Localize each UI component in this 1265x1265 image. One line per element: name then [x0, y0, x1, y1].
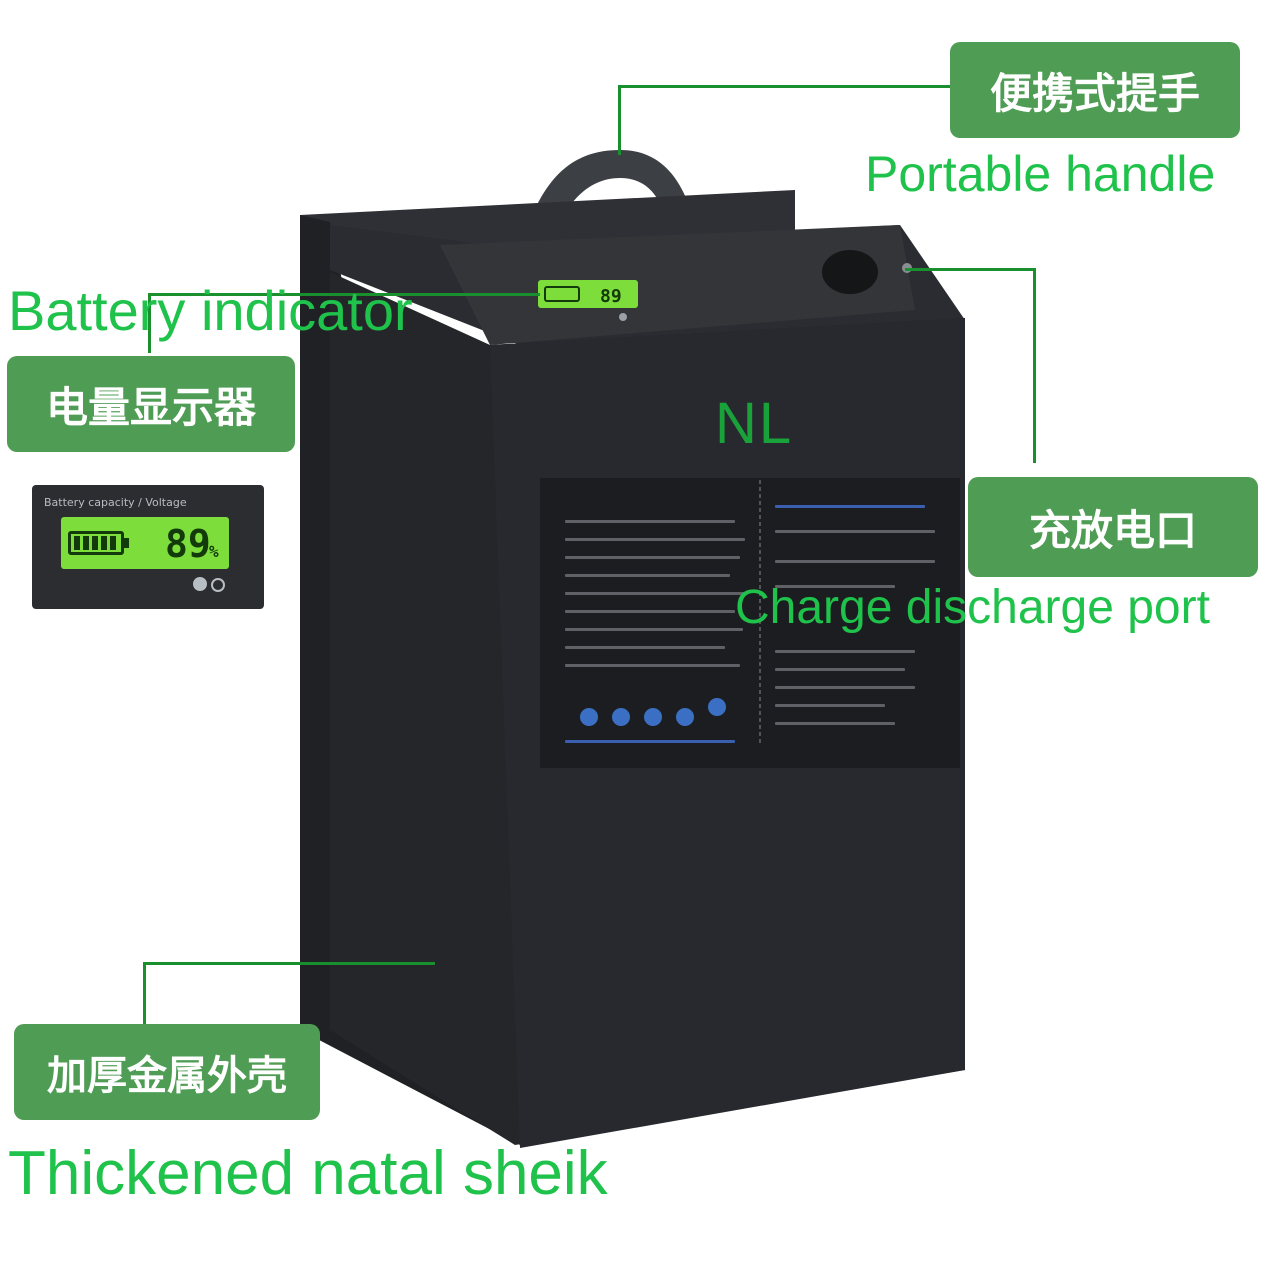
- indicator-en-label: Battery indicator: [8, 279, 413, 342]
- handle-leader-h: [618, 85, 950, 88]
- shell-cn-badge: 加厚金属外壳: [14, 1024, 320, 1120]
- battery-level-icon: [68, 531, 124, 555]
- shell-en-label: Thickened natal sheik: [8, 1139, 608, 1208]
- shell-leader-v: [143, 962, 146, 1024]
- svg-text:89: 89: [600, 286, 622, 307]
- refresh-icon: [211, 578, 225, 592]
- indicator-leader-v: [148, 293, 151, 353]
- shell-leader-h: [143, 962, 435, 965]
- port-leader-v: [1033, 268, 1036, 463]
- brand-logo: NL: [715, 391, 794, 456]
- top-module: [440, 225, 915, 345]
- indicator-cn-badge: 电量显示器: [7, 356, 295, 452]
- lcd-unit: %: [209, 542, 219, 561]
- handle: [520, 150, 700, 250]
- lcd-button-icon: [193, 577, 207, 591]
- indicator-leader-h: [148, 293, 540, 296]
- port-socket: [822, 250, 878, 294]
- port-cn-badge: 充放电口: [968, 477, 1258, 577]
- handle-leader-v: [618, 85, 621, 155]
- port-en-label: Charge discharge port: [735, 581, 1210, 634]
- handle-cn-badge: 便携式提手: [950, 42, 1240, 138]
- lcd-caption: Battery capacity / Voltage: [44, 496, 187, 509]
- lcd-reading: 89: [165, 522, 211, 566]
- handle-en-label: Portable handle: [865, 146, 1216, 202]
- port-leader-h: [905, 268, 1035, 271]
